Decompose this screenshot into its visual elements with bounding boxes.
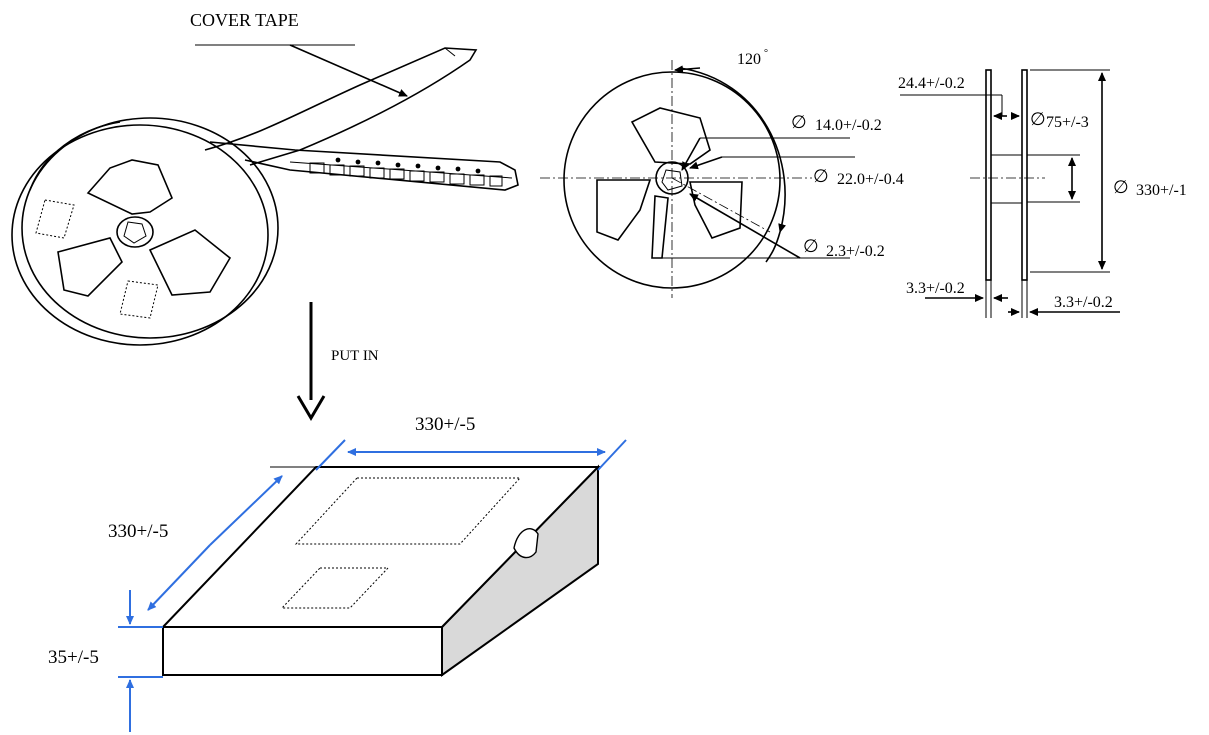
- box-depth-label: 330+/-5: [108, 521, 168, 542]
- reel-side-view: [900, 69, 1120, 318]
- reel-front-view: [540, 60, 855, 298]
- slot-label: 2.3+/-0.2: [826, 243, 885, 260]
- phi-symbol-hub: ∅: [791, 112, 807, 132]
- angle-label: 120: [737, 51, 761, 68]
- phi-symbol-reel: ∅: [1113, 177, 1129, 197]
- reel-width-label: 24.4+/-0.2: [898, 75, 965, 92]
- reel-perspective: [11, 44, 519, 346]
- packing-box: [160, 464, 601, 677]
- flange-left-label: 3.3+/-0.2: [906, 280, 965, 297]
- box-dimensions: [118, 439, 627, 732]
- hub-outer-label: 22.0+/-0.4: [837, 171, 904, 188]
- hub-diameter-label: 14.0+/-0.2: [815, 117, 882, 134]
- flange-right-label: 3.3+/-0.2: [1054, 294, 1113, 311]
- core-diameter-label: 75+/-3: [1046, 114, 1089, 131]
- reel-diameter-label: 330+/-1: [1136, 182, 1187, 199]
- cover-tape-label: COVER TAPE: [190, 10, 299, 30]
- degree-mark: °: [764, 48, 768, 59]
- put-in-arrow: [296, 302, 326, 421]
- box-width-label: 330+/-5: [415, 414, 475, 435]
- phi-symbol-slot: ∅: [803, 236, 819, 256]
- phi-symbol-outer: ∅: [813, 166, 829, 186]
- phi-symbol-core: ∅: [1030, 109, 1046, 129]
- put-in-label: PUT IN: [331, 348, 379, 364]
- box-height-label: 35+/-5: [48, 647, 99, 668]
- tape-pockets: [309, 157, 503, 187]
